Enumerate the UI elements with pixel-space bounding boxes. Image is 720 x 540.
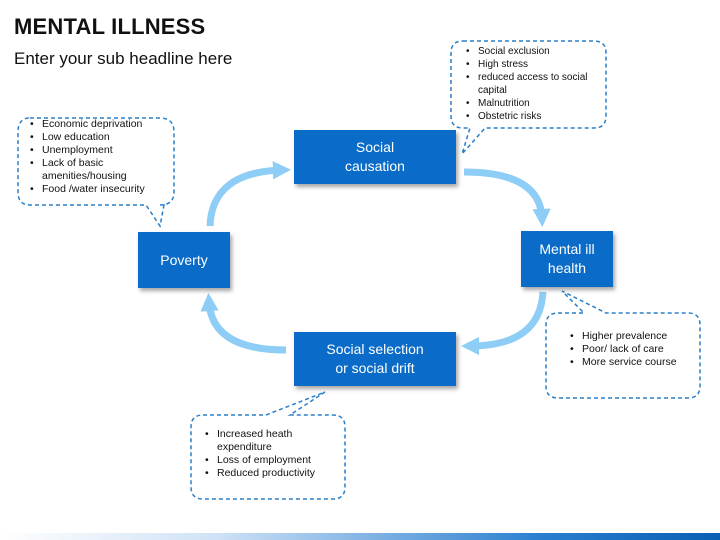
page-title: MENTAL ILLNESS (14, 14, 206, 39)
arrow-poverty-to-causation (206, 161, 292, 227)
callout-social-drift-effects: Increased heath expenditure Loss of empl… (205, 428, 340, 480)
list-item: Unemployment (30, 144, 170, 157)
list-item: Social exclusion (466, 45, 596, 58)
callout-social-causation-factors: Social exclusion High stress reduced acc… (466, 45, 596, 123)
node-social-selection: Social selection or social drift (294, 332, 456, 386)
list-item: Increased heath expenditure (205, 428, 340, 454)
list-item: Food /water insecurity (30, 183, 170, 196)
arrow-selection-to-poverty (200, 292, 287, 354)
footer-gradient-bar (0, 533, 720, 540)
arrow-causation-to-mental (463, 168, 551, 228)
list-item: Lack of basic amenities/housing (30, 157, 170, 183)
node-poverty: Poverty (138, 232, 230, 288)
callout-mental-health-effects: Higher prevalence Poor/ lack of care Mor… (570, 330, 690, 369)
list-item: Malnutrition (466, 97, 596, 110)
list-item: Low education (30, 131, 170, 144)
list-item: Reduced productivity (205, 467, 340, 480)
node-mental-ill-health: Mental ill health (521, 231, 613, 287)
page-subtitle: Enter your sub headline here (14, 49, 233, 68)
list-item: reduced access to social capital (466, 71, 596, 97)
list-item: High stress (466, 58, 596, 71)
list-item: More service course (570, 356, 690, 369)
callout-poverty-factors: Economic deprivation Low education Unemp… (30, 118, 170, 196)
list-item: Economic deprivation (30, 118, 170, 131)
list-item: Loss of employment (205, 454, 340, 467)
arrow-mental-to-selection (460, 291, 547, 356)
node-social-causation: Social causation (294, 130, 456, 184)
list-item: Poor/ lack of care (570, 343, 690, 356)
list-item: Obstetric risks (466, 110, 596, 123)
list-item: Higher prevalence (570, 330, 690, 343)
